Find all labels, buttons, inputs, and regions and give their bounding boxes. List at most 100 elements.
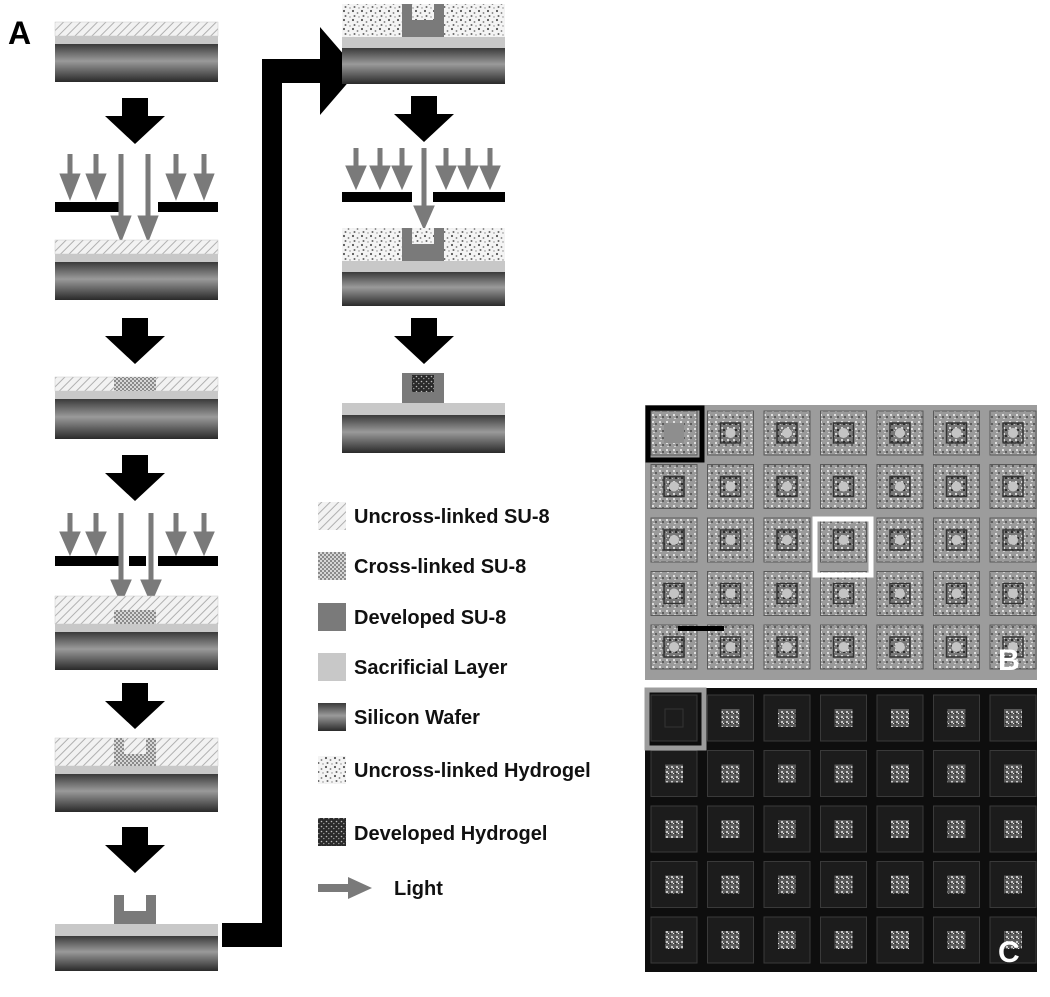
fluorescence-cell	[763, 916, 811, 964]
fluorescence-cell	[707, 805, 754, 853]
legend-label: Cross-linked SU-8	[354, 556, 526, 578]
micrograph-cell	[650, 517, 698, 563]
panel-b-label: B	[998, 644, 1020, 677]
fluorescence-cell	[989, 861, 1037, 908]
fluorescence-cell	[876, 750, 924, 797]
micrograph-cell	[707, 410, 754, 456]
step-3-crosslinked-region	[54, 376, 219, 439]
micrograph-cell	[989, 624, 1037, 670]
fluorescence-cell	[650, 916, 698, 964]
micrograph-cell	[876, 464, 924, 509]
fluorescence-cell	[989, 694, 1037, 742]
down-arrow-icon	[394, 318, 454, 364]
legend-label: Light	[394, 878, 443, 900]
fluorescence-cell	[989, 916, 1037, 964]
highlight-frame-black	[645, 405, 705, 463]
micrograph-c-grid	[650, 694, 1037, 964]
fluorescence-cell	[933, 861, 980, 908]
fluorescence-cell	[820, 694, 867, 742]
step-6-developed-su8	[55, 895, 218, 971]
fluorescence-cell	[876, 861, 924, 908]
down-arrow-icon	[105, 318, 165, 364]
micrograph-cell	[707, 464, 754, 509]
step-1-uncrosslinked-coat	[54, 21, 219, 82]
legend-label: Silicon Wafer	[354, 707, 480, 729]
micrograph-cell	[876, 517, 924, 563]
micrograph-cell	[876, 571, 924, 616]
down-arrow-icon	[105, 455, 165, 501]
legend-label: Developed SU-8	[354, 607, 506, 629]
step-2-exposure	[54, 154, 219, 300]
panel-c-label: C	[998, 936, 1020, 969]
micrograph-cell	[933, 571, 980, 616]
micrograph-cell	[820, 624, 867, 670]
scale-bar	[678, 626, 724, 631]
legend: Uncross-linked SU-8 Cross-linked SU-8 De…	[318, 502, 591, 900]
connector-arrow-icon	[222, 27, 358, 947]
micrograph-cell	[933, 624, 980, 670]
micrograph-cell	[763, 464, 811, 509]
legend-item-developed-su8: Developed SU-8	[318, 603, 506, 631]
micrograph-cell	[933, 517, 980, 563]
fluorescence-cell	[763, 694, 811, 742]
micrograph-cell	[989, 571, 1037, 616]
fluorescence-cell	[650, 750, 698, 797]
fluorescence-cell	[707, 694, 754, 742]
micrograph-cell	[876, 624, 924, 670]
down-arrow-icon	[105, 827, 165, 873]
legend-item-developed-hydrogel: Developed Hydrogel	[318, 818, 547, 846]
legend-item-uncrosslinked-su8: Uncross-linked SU-8	[318, 502, 550, 530]
fluorescence-cell	[820, 805, 867, 853]
micrograph-cell	[650, 571, 698, 616]
fluorescence-cell	[933, 694, 980, 742]
legend-label: Sacrificial Layer	[354, 657, 508, 679]
fluorescence-cell	[876, 916, 924, 964]
micrograph-c: C	[644, 687, 1037, 972]
micrograph-cell	[820, 464, 867, 509]
fluorescence-cell	[650, 694, 698, 742]
legend-label: Developed Hydrogel	[354, 823, 547, 845]
highlight-frame-gray	[644, 687, 707, 751]
micrograph-b-grid	[650, 410, 1037, 670]
down-arrow-icon	[105, 98, 165, 144]
micrograph-cell	[707, 624, 754, 670]
fluorescence-cell	[876, 805, 924, 853]
micrograph-cell	[650, 464, 698, 509]
highlight-frame-white	[812, 516, 874, 578]
micrograph-cell	[820, 517, 867, 563]
micrograph-cell	[650, 624, 698, 670]
legend-item-uncrosslinked-hydrogel: Uncross-linked Hydrogel	[318, 756, 591, 784]
step-9-final-structure	[342, 373, 505, 453]
fluorescence-cell	[707, 750, 754, 797]
micrograph-cell	[650, 410, 698, 456]
micrograph-cell	[820, 571, 867, 616]
step-5-u-structure-crosslinked	[54, 737, 219, 812]
fluorescence-cell	[650, 805, 698, 853]
step-8-hydrogel-exposure	[342, 148, 505, 306]
micrograph-cell	[763, 571, 811, 616]
fluorescence-cell	[763, 805, 811, 853]
micrograph-cell	[989, 517, 1037, 563]
fluorescence-cell	[933, 750, 980, 797]
light-arrow-icon	[318, 877, 372, 899]
legend-item-crosslinked-su8: Cross-linked SU-8	[318, 552, 526, 580]
legend-item-sacrificial-layer: Sacrificial Layer	[318, 653, 508, 681]
panel-a-label: A	[8, 15, 31, 51]
micrograph-cell	[989, 464, 1037, 509]
down-arrow-icon	[105, 683, 165, 729]
down-arrow-icon	[394, 96, 454, 142]
fluorescence-cell	[989, 805, 1037, 853]
micrograph-cell	[763, 517, 811, 563]
fluorescence-cell	[763, 750, 811, 797]
fluorescence-cell	[820, 861, 867, 908]
micrograph-cell	[707, 571, 754, 616]
fluorescence-cell	[650, 861, 698, 908]
micrograph-cell	[763, 410, 811, 456]
micrograph-b: B	[645, 405, 1037, 680]
legend-item-light: Light	[318, 877, 443, 900]
micrograph-cell	[820, 410, 867, 456]
step-7-hydrogel-coat	[342, 4, 505, 84]
micrograph-cell	[933, 410, 980, 456]
micrograph-cell	[707, 517, 754, 563]
